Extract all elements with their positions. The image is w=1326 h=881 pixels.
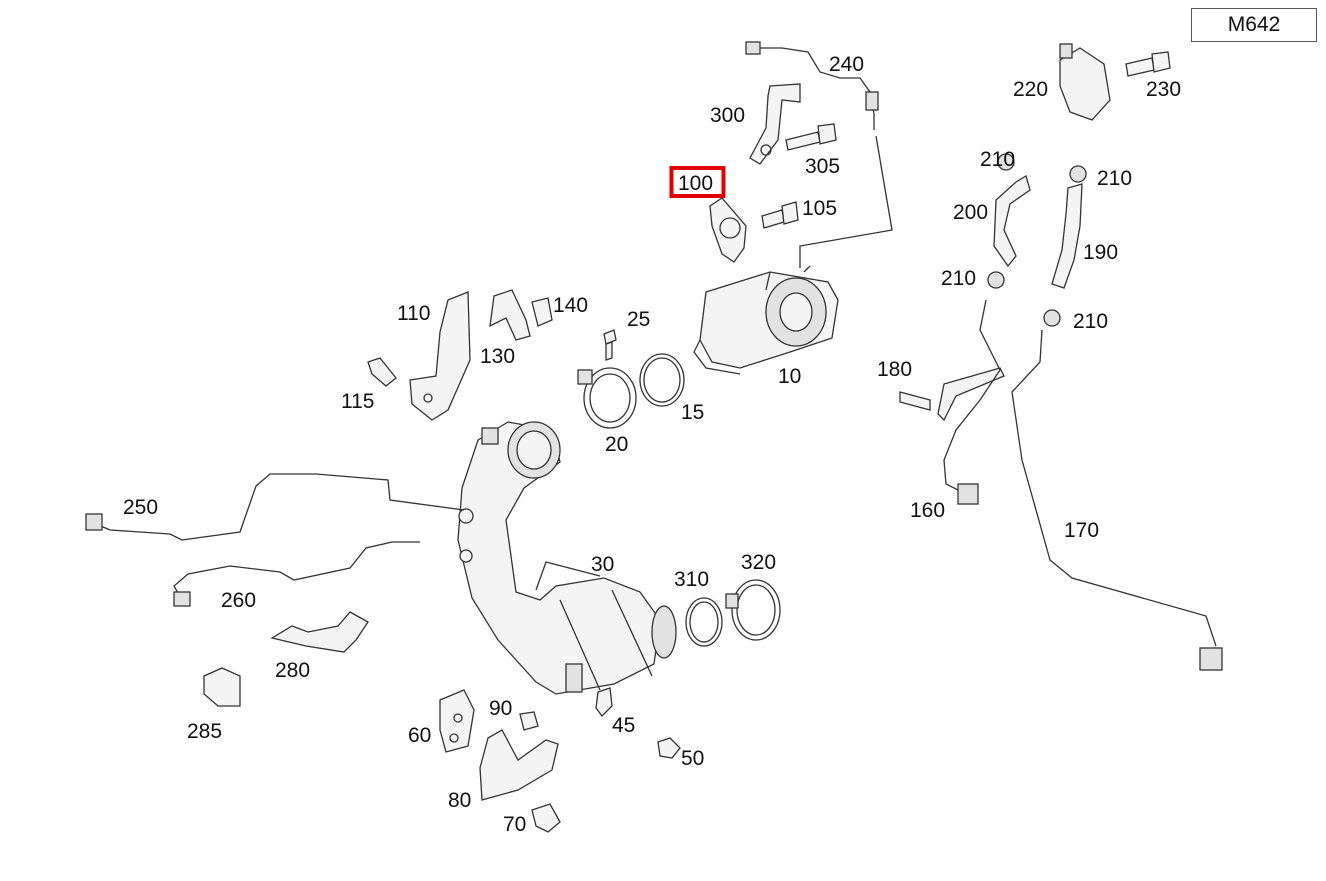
part-305-shape[interactable] bbox=[785, 123, 837, 151]
part-140-shape[interactable] bbox=[531, 297, 553, 327]
label-30[interactable]: 30 bbox=[591, 553, 614, 576]
label-230[interactable]: 230 bbox=[1146, 78, 1181, 101]
label-60[interactable]: 60 bbox=[408, 724, 431, 747]
label-180[interactable]: 180 bbox=[877, 358, 912, 381]
label-130[interactable]: 130 bbox=[480, 345, 515, 368]
part-310-shape[interactable] bbox=[685, 597, 723, 647]
part-230-shape[interactable] bbox=[1125, 51, 1171, 77]
part-10-shape[interactable] bbox=[693, 265, 839, 375]
label-210-b[interactable]: 210 bbox=[1097, 167, 1132, 190]
part-280-shape[interactable] bbox=[270, 611, 369, 653]
part-250-shape[interactable] bbox=[85, 473, 465, 541]
label-100[interactable]: 100 bbox=[678, 172, 713, 195]
part-90-shape[interactable] bbox=[519, 711, 539, 731]
label-105[interactable]: 105 bbox=[802, 197, 837, 220]
label-320[interactable]: 320 bbox=[741, 551, 776, 574]
label-250[interactable]: 250 bbox=[123, 496, 158, 519]
part-180-shape[interactable] bbox=[899, 367, 1005, 422]
label-90[interactable]: 90 bbox=[489, 697, 512, 720]
part-210-clamps[interactable] bbox=[987, 153, 1087, 327]
part-115-shape[interactable] bbox=[367, 357, 397, 387]
label-220[interactable]: 220 bbox=[1013, 78, 1048, 101]
part-15-shape[interactable] bbox=[639, 353, 685, 407]
part-260-shape[interactable] bbox=[173, 541, 420, 607]
part-25-shape[interactable] bbox=[603, 329, 617, 361]
part-320-shape[interactable] bbox=[725, 579, 781, 641]
label-285[interactable]: 285 bbox=[187, 720, 222, 743]
part-160-shape[interactable] bbox=[943, 299, 1001, 505]
part-50-shape[interactable] bbox=[657, 737, 681, 759]
label-280[interactable]: 280 bbox=[275, 659, 310, 682]
label-70[interactable]: 70 bbox=[503, 813, 526, 836]
part-190-shape[interactable] bbox=[1051, 183, 1083, 289]
part-105-shape[interactable] bbox=[761, 201, 799, 229]
label-300[interactable]: 300 bbox=[710, 104, 745, 127]
label-240[interactable]: 240 bbox=[829, 53, 864, 76]
part-130-shape[interactable] bbox=[489, 289, 531, 341]
part-70-shape[interactable] bbox=[531, 803, 561, 833]
label-140[interactable]: 140 bbox=[553, 294, 588, 317]
part-60-shape[interactable] bbox=[439, 689, 475, 753]
label-50[interactable]: 50 bbox=[681, 747, 704, 770]
label-210-a[interactable]: 210 bbox=[980, 148, 1015, 171]
label-10[interactable]: 10 bbox=[778, 365, 801, 388]
engine-code-box: M642 bbox=[1191, 8, 1317, 42]
part-45-shape[interactable] bbox=[595, 687, 613, 717]
part-110-shape[interactable] bbox=[409, 291, 471, 421]
label-260[interactable]: 260 bbox=[221, 589, 256, 612]
label-305[interactable]: 305 bbox=[805, 155, 840, 178]
part-30-shape[interactable] bbox=[457, 421, 677, 695]
label-200[interactable]: 200 bbox=[953, 201, 988, 224]
label-210-d[interactable]: 210 bbox=[1073, 310, 1108, 333]
label-110[interactable]: 110 bbox=[397, 302, 430, 325]
part-240-shape[interactable] bbox=[745, 41, 893, 268]
label-310[interactable]: 310 bbox=[674, 568, 709, 591]
part-300-shape[interactable] bbox=[749, 83, 801, 165]
label-20[interactable]: 20 bbox=[605, 433, 628, 456]
label-210-c[interactable]: 210 bbox=[941, 267, 976, 290]
label-190[interactable]: 190 bbox=[1083, 241, 1118, 264]
part-100-shape[interactable] bbox=[709, 197, 747, 263]
label-80[interactable]: 80 bbox=[448, 789, 471, 812]
part-220-shape[interactable] bbox=[1059, 43, 1111, 121]
part-285-shape[interactable] bbox=[203, 667, 241, 707]
label-115[interactable]: 115 bbox=[341, 390, 374, 413]
part-200-shape[interactable] bbox=[993, 175, 1031, 268]
part-170-shape[interactable] bbox=[1011, 329, 1223, 671]
label-15[interactable]: 15 bbox=[681, 401, 704, 424]
label-45[interactable]: 45 bbox=[612, 714, 635, 737]
highlight-box bbox=[669, 166, 726, 198]
label-170[interactable]: 170 bbox=[1064, 519, 1099, 542]
part-20-shape[interactable] bbox=[577, 367, 637, 429]
label-25[interactable]: 25 bbox=[627, 308, 650, 331]
label-160[interactable]: 160 bbox=[910, 499, 945, 522]
part-80-shape[interactable] bbox=[479, 729, 559, 801]
